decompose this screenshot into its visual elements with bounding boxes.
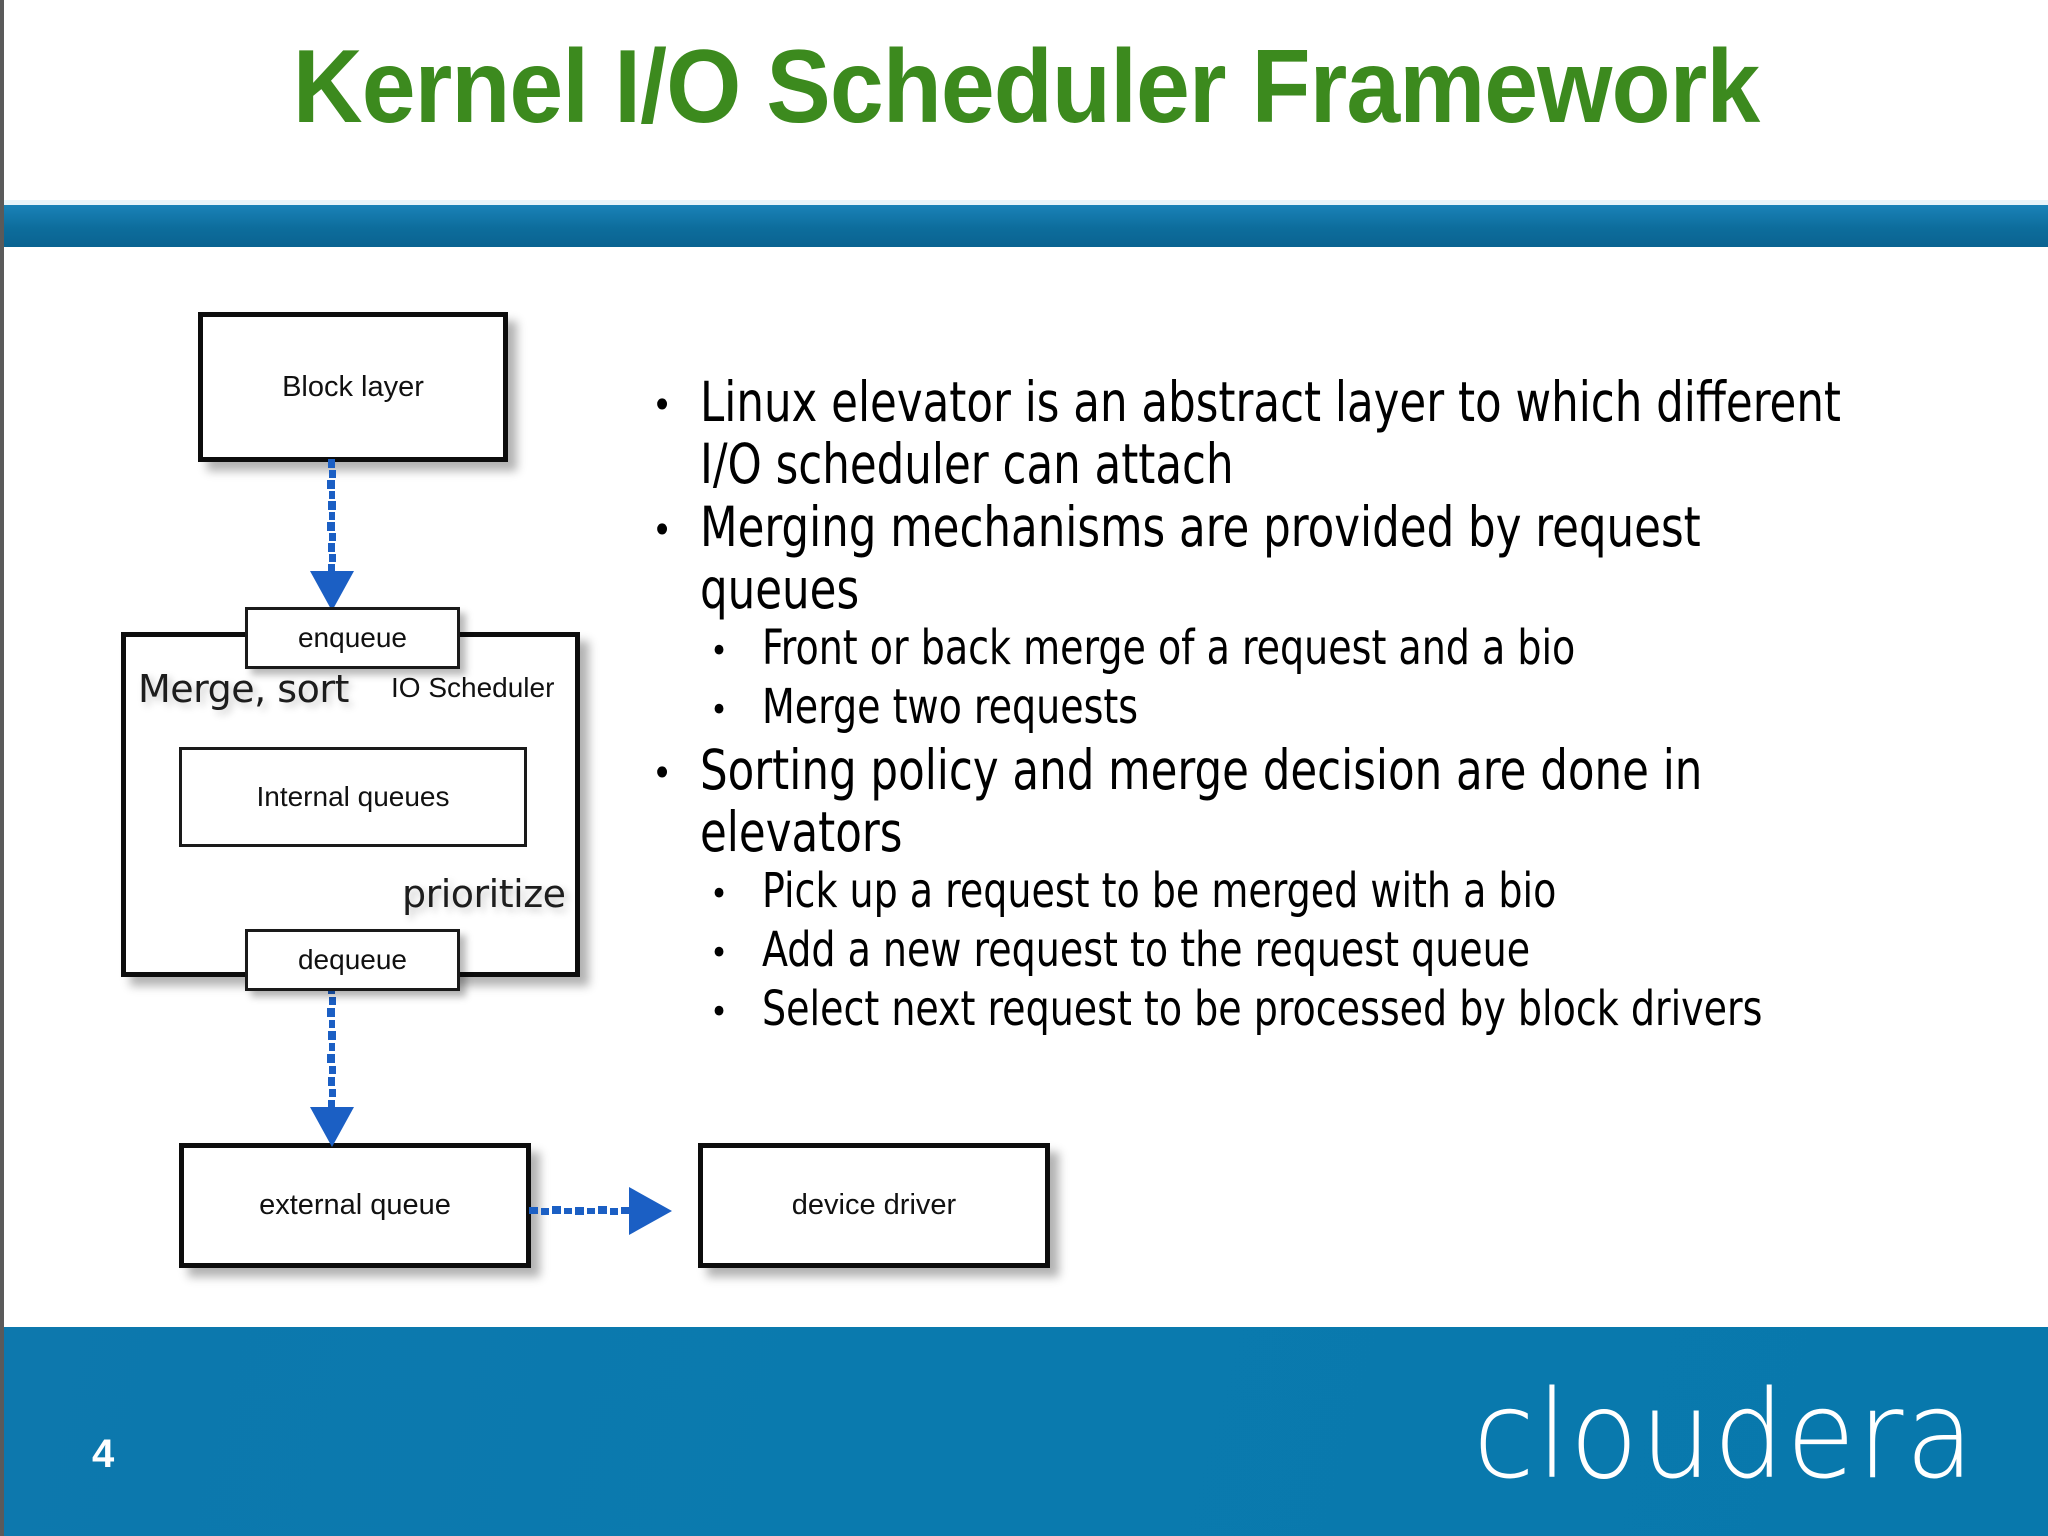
bullet-text: Front or back merge of a request and a b… — [762, 620, 1576, 677]
page-number: 4 — [92, 1432, 115, 1476]
arrow-external-queue-to-device-driver — [529, 1177, 689, 1252]
bullet-item: • Pick up a request to be merged with a b… — [710, 865, 2027, 918]
diagram-box-dequeue-label: dequeue — [297, 944, 407, 975]
io-scheduler-diagram: Block layer — [4, 247, 1050, 1327]
diagram-box-internal-queues: Internal queues — [179, 747, 527, 847]
bullet-text: Merge two requests — [762, 679, 1139, 736]
footer-band — [4, 1327, 2048, 1536]
bullet-marker-icon: • — [652, 383, 673, 427]
bullet-item: • Add a new request to the request queue — [710, 924, 2027, 977]
cloudera-logo: cloudera — [1473, 1365, 1976, 1507]
bullet-marker-icon: • — [710, 690, 729, 731]
bullet-marker-icon: • — [710, 874, 729, 915]
diagram-box-device-driver-label: device driver — [791, 1189, 957, 1221]
slide-body: Block layer — [4, 247, 2048, 1327]
bullet-item: • Merge two requests — [710, 681, 2027, 734]
bullet-text: Merging mechanisms are provided by reque… — [700, 495, 1701, 621]
diagram-box-enqueue-label: enqueue — [297, 622, 407, 653]
diagram-box-block-layer: Block layer — [198, 312, 508, 462]
page-title: Kernel I/O Scheduler Framework — [292, 29, 1760, 145]
diagram-box-external-queue: external queue — [179, 1143, 531, 1268]
diagram-box-dequeue: dequeue — [245, 929, 460, 991]
diagram-box-external-queue-label: external queue — [259, 1189, 451, 1221]
arrow-dequeue-to-external-queue — [304, 985, 360, 1155]
bullet-text: Sorting policy and merge decision are do… — [700, 737, 1703, 864]
diagram-box-enqueue: enqueue — [245, 607, 460, 669]
bullet-text: Linux elevator is an abstract layer to w… — [700, 370, 1842, 496]
bullet-marker-icon: • — [652, 508, 673, 553]
diagram-box-internal-queues-label: Internal queues — [256, 781, 450, 812]
bullet-item: • Sorting policy and merge decision are d… — [652, 737, 2027, 864]
bullet-text: Select next request to be processed by b… — [762, 980, 1763, 1037]
bullet-item: • Linux elevator is an abstract layer to … — [652, 370, 2027, 496]
bullet-text: Add a new request to the request queue — [762, 921, 1531, 978]
bullet-text: Pick up a request to be merged with a bi… — [762, 863, 1557, 920]
bullet-marker-icon: • — [710, 631, 729, 672]
header-band-highlight — [4, 200, 2048, 205]
diagram-label-prioritize: prioritize — [402, 872, 566, 916]
bullet-item: • Select next request to be processed by … — [710, 980, 2027, 1037]
diagram-box-block-layer-label: Block layer — [282, 370, 424, 403]
bullet-marker-icon: • — [710, 932, 729, 973]
diagram-box-device-driver: device driver — [698, 1143, 1050, 1268]
bullet-marker-icon: • — [710, 991, 729, 1032]
bullet-item: • Merging mechanisms are provided by requ… — [652, 495, 2027, 621]
diagram-label-io-scheduler: IO Scheduler — [391, 672, 555, 703]
title-bar: Kernel I/O Scheduler Framework — [4, 0, 2048, 200]
header-band — [4, 205, 2048, 247]
bullet-item: • Front or back merge of a request and a … — [710, 622, 2027, 675]
arrow-block-layer-to-enqueue — [304, 459, 360, 619]
bullet-list: • Linux elevator is an abstract layer to … — [652, 370, 2027, 1042]
bullet-marker-icon: • — [652, 750, 673, 795]
diagram-label-merge-sort: Merge, sort — [138, 667, 349, 711]
